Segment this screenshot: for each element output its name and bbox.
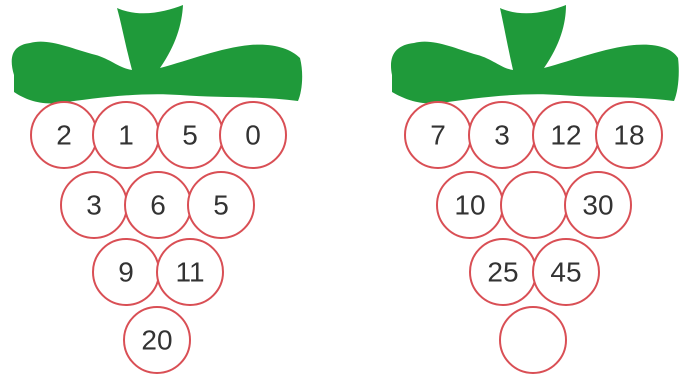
grape-number: 12 <box>550 119 581 150</box>
grape-number: 1 <box>118 119 134 150</box>
grape-number: 25 <box>487 256 518 287</box>
grape-number: 7 <box>430 119 446 150</box>
grape-number: 0 <box>245 119 261 150</box>
grape-number: 20 <box>141 324 172 355</box>
grape-cluster-right: 7 3 12 18 10 30 25 45 <box>405 102 662 373</box>
grape-circle-blank[interactable] <box>500 307 566 373</box>
grape-number: 10 <box>454 189 485 220</box>
grape-number: 2 <box>56 119 72 150</box>
grape-number: 3 <box>86 189 102 220</box>
grape-number: 18 <box>613 119 644 150</box>
grape-circle-blank[interactable] <box>501 172 567 238</box>
grape-number: 5 <box>182 119 198 150</box>
grape-number: 11 <box>175 256 204 287</box>
grape-number: 3 <box>494 119 510 150</box>
grape-number: 45 <box>550 256 581 287</box>
grape-number: 6 <box>150 189 166 220</box>
grape-number: 30 <box>582 189 613 220</box>
grape-bunch-left <box>12 5 302 103</box>
leaf-icon <box>391 5 679 103</box>
grape-number: 9 <box>118 256 134 287</box>
grape-cluster-left: 2 1 5 0 3 6 5 9 11 20 <box>31 102 286 373</box>
grape-number: 5 <box>213 189 229 220</box>
grape-bunch-right <box>391 5 679 103</box>
leaf-icon <box>12 5 302 103</box>
